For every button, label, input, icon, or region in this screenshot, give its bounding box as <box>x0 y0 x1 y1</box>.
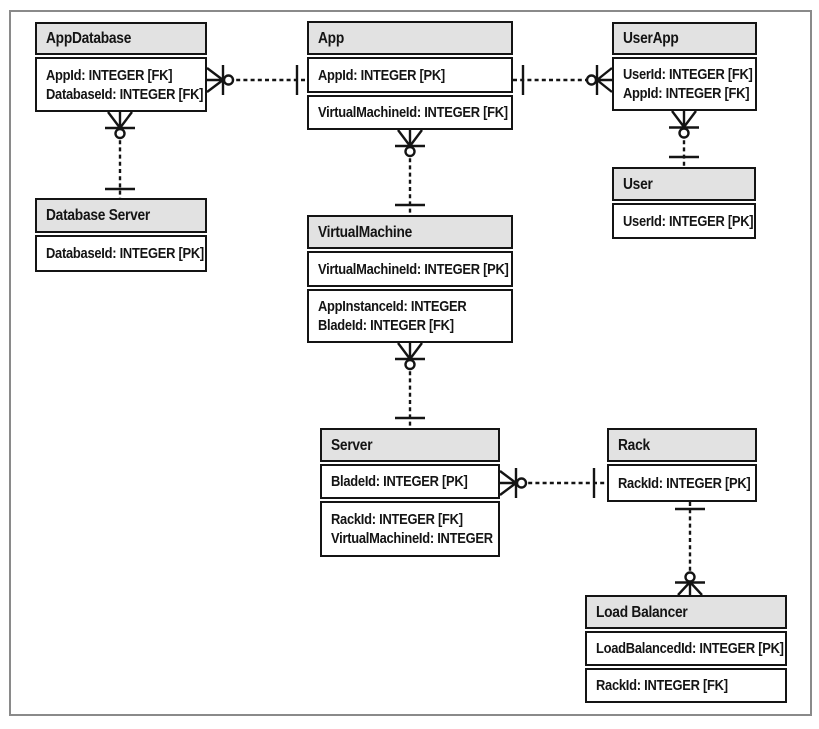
entity-pk-columns: LoadBalancedId: INTEGER [PK] <box>585 631 787 666</box>
many-crowfoot-icon <box>206 67 224 93</box>
entity-header: Rack <box>607 428 757 462</box>
relationship-rack-server <box>499 468 607 498</box>
entity-rack[interactable]: Rack RackId: INTEGER [PK] <box>607 428 757 504</box>
entity-title: App <box>318 29 344 47</box>
entity-loadbalancer[interactable]: Load Balancer LoadBalancedId: INTEGER [P… <box>585 595 787 705</box>
many-crowfoot-icon <box>397 129 423 147</box>
entity-title: Load Balancer <box>596 603 688 621</box>
entity-header: Server <box>320 428 500 462</box>
entity-columns: VirtualMachineId: INTEGER [FK] <box>307 95 513 130</box>
column: LoadBalancedId: INTEGER [PK] <box>596 640 784 657</box>
entity-pk-columns: BladeId: INTEGER [PK] <box>320 464 500 499</box>
entity-userapp[interactable]: UserApp UserId: INTEGER [FK] AppId: INTE… <box>612 22 757 113</box>
column: DatabaseId: INTEGER [PK] <box>46 245 204 262</box>
entity-title: AppDatabase <box>46 30 132 47</box>
entity-header: App <box>307 21 513 55</box>
column: RackId: INTEGER [FK] <box>331 511 463 528</box>
many-crowfoot-icon <box>677 581 703 596</box>
entity-columns: RackId: INTEGER [PK] <box>607 464 757 502</box>
column: BladeId: INTEGER [FK] <box>318 317 454 334</box>
column: AppId: INTEGER [FK] <box>46 66 173 84</box>
entity-columns: RackId: INTEGER [FK] VirtualMachineId: I… <box>320 501 500 557</box>
zero-circle-icon <box>404 145 416 158</box>
entity-virtualmachine[interactable]: VirtualMachine VirtualMachineId: INTEGER… <box>307 215 513 345</box>
entity-header: UserApp <box>612 22 757 55</box>
column: VirtualMachineId: INTEGER [FK] <box>318 104 508 121</box>
entity-title: Database Server <box>46 207 150 224</box>
relationship-rack-loadbalancer <box>675 502 705 596</box>
entity-columns: UserId: INTEGER [PK] <box>612 203 756 239</box>
relationship-app-userapp <box>513 65 613 95</box>
relationship-server-virtualmachine <box>395 342 425 428</box>
entity-title: User <box>623 175 653 193</box>
column: UserId: INTEGER [FK] <box>623 66 753 83</box>
many-crowfoot-icon <box>671 110 697 128</box>
relationship-user-userapp <box>669 110 699 167</box>
column: AppId: INTEGER [FK] <box>623 85 750 102</box>
column: VirtualMachineId: INTEGER [PK] <box>318 260 509 278</box>
entity-columns: DatabaseId: INTEGER [PK] <box>35 235 207 272</box>
column: RackId: INTEGER [FK] <box>596 677 728 694</box>
entity-app[interactable]: App AppId: INTEGER [PK] VirtualMachineId… <box>307 21 513 132</box>
many-crowfoot-icon <box>499 470 517 496</box>
entity-appdatabase[interactable]: AppDatabase AppId: INTEGER [FK] Database… <box>35 22 207 114</box>
entity-columns: AppInstanceId: INTEGER BladeId: INTEGER … <box>307 289 513 343</box>
column: RackId: INTEGER [PK] <box>618 474 751 492</box>
entity-pk-columns: AppId: INTEGER [PK] <box>307 57 513 93</box>
entity-header: VirtualMachine <box>307 215 513 249</box>
zero-circle-icon <box>515 477 528 489</box>
entity-columns: RackId: INTEGER [FK] <box>585 668 787 703</box>
column: DatabaseId: INTEGER [FK] <box>46 85 204 103</box>
entity-server[interactable]: Server BladeId: INTEGER [PK] RackId: INT… <box>320 428 500 559</box>
entity-pk-columns: VirtualMachineId: INTEGER [PK] <box>307 251 513 287</box>
entity-user[interactable]: User UserId: INTEGER [PK] <box>612 167 756 241</box>
entity-title: Rack <box>618 436 650 454</box>
many-crowfoot-icon <box>397 342 423 360</box>
entity-header: Database Server <box>35 198 207 233</box>
zero-circle-icon <box>585 74 598 86</box>
relationship-databaseserver-appdatabase <box>105 111 135 198</box>
relationship-app-appdatabase <box>206 65 307 95</box>
many-crowfoot-icon <box>107 111 133 129</box>
zero-circle-icon <box>114 127 126 140</box>
entity-title: UserApp <box>623 30 679 47</box>
entity-columns: UserId: INTEGER [FK] AppId: INTEGER [FK] <box>612 57 757 111</box>
column: UserId: INTEGER [PK] <box>623 212 754 230</box>
entity-title: Server <box>331 436 373 454</box>
zero-circle-icon <box>222 74 235 86</box>
column: AppId: INTEGER [PK] <box>318 66 445 84</box>
zero-circle-icon <box>684 571 696 583</box>
entity-header: Load Balancer <box>585 595 787 629</box>
entity-databaseserver[interactable]: Database Server DatabaseId: INTEGER [PK] <box>35 198 207 274</box>
entity-header: AppDatabase <box>35 22 207 55</box>
many-crowfoot-icon <box>596 67 613 93</box>
column: AppInstanceId: INTEGER <box>318 298 467 315</box>
entity-columns: AppId: INTEGER [FK] DatabaseId: INTEGER … <box>35 57 207 112</box>
zero-circle-icon <box>404 358 416 371</box>
entity-header: User <box>612 167 756 201</box>
figure-frame <box>9 10 812 716</box>
relationship-virtualmachine-app <box>395 129 425 215</box>
zero-circle-icon <box>678 127 690 139</box>
entity-title: VirtualMachine <box>318 223 413 241</box>
column: VirtualMachineId: INTEGER <box>331 530 493 547</box>
column: BladeId: INTEGER [PK] <box>331 473 468 490</box>
